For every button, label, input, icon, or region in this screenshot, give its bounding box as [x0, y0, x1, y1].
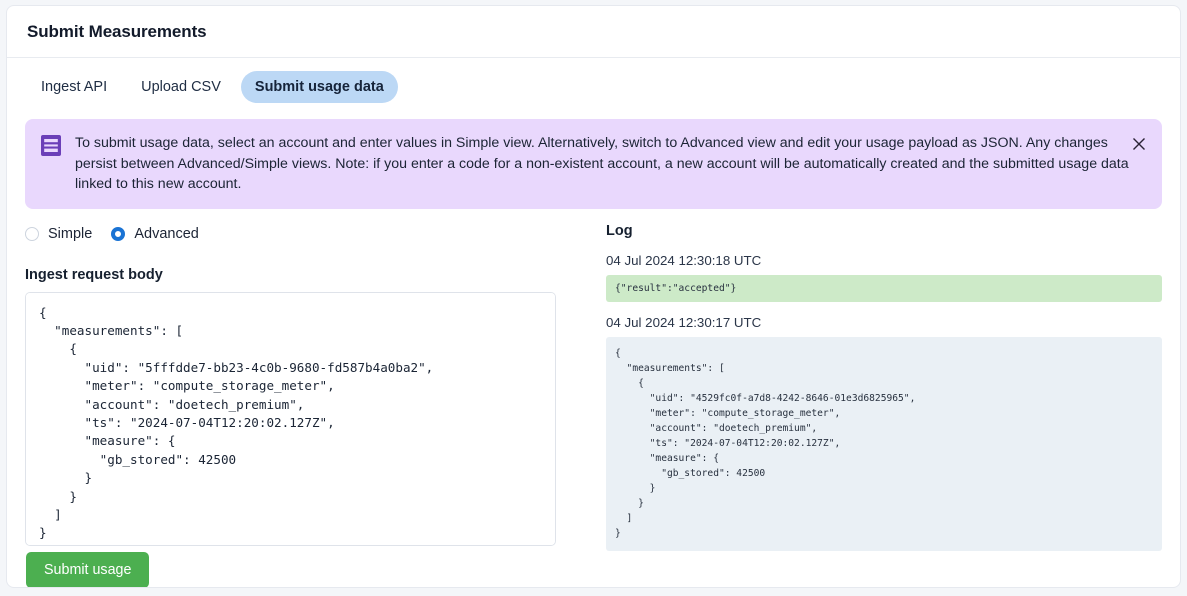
request-column: Simple Advanced Ingest request body	[25, 223, 558, 564]
log-timestamp: 04 Jul 2024 12:30:18 UTC	[606, 252, 762, 268]
radio-simple[interactable]	[25, 226, 39, 241]
radio-advanced-label[interactable]: Advanced	[134, 225, 199, 242]
log-entry: 04 Jul 2024 12:30:17 UTC { "measurements…	[606, 315, 1162, 551]
log-request-body: { "measurements": [ { "uid": "4529fc0f-a…	[606, 336, 1162, 551]
close-icon[interactable]	[1130, 135, 1148, 153]
tab-ingest-api[interactable]: Ingest API	[41, 79, 108, 95]
log-column: Log 04 Jul 2024 12:30:18 UTC {"result":"…	[558, 223, 1162, 564]
log-timestamp: 04 Jul 2024 12:30:17 UTC	[606, 314, 762, 330]
ingest-request-body-input[interactable]	[25, 291, 556, 546]
tab-bar: Ingest API Upload CSV Submit usage data	[7, 58, 1180, 103]
ingest-request-body-label: Ingest request body	[25, 266, 163, 283]
book-icon	[41, 135, 61, 156]
submit-usage-button[interactable]: Submit usage	[26, 552, 150, 587]
content-columns: Simple Advanced Ingest request body Log …	[7, 223, 1180, 564]
log-response-body: {"result":"accepted"}	[606, 274, 1162, 302]
log-entry: 04 Jul 2024 12:30:18 UTC {"result":"acce…	[606, 253, 1162, 302]
page-title: Submit Measurements	[27, 21, 207, 41]
info-banner-text: To submit usage data, select an account …	[75, 135, 1129, 192]
tab-submit-usage-data[interactable]: Submit usage data	[240, 71, 398, 103]
info-banner: To submit usage data, select an account …	[25, 119, 1162, 209]
card-header: Submit Measurements	[7, 6, 1180, 58]
log-title: Log	[606, 222, 633, 239]
radio-simple-label[interactable]: Simple	[48, 225, 93, 242]
tab-upload-csv[interactable]: Upload CSV	[141, 79, 221, 95]
view-mode-radio-group: Simple Advanced	[25, 223, 558, 245]
submit-measurements-card: Submit Measurements Ingest API Upload CS…	[6, 5, 1181, 588]
radio-advanced[interactable]	[111, 226, 126, 241]
